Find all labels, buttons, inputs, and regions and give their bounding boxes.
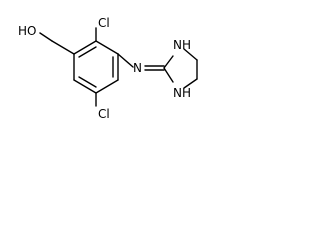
top-ring-nh-label: NH xyxy=(173,38,191,52)
bottom-chlorine-label: Cl xyxy=(98,107,110,121)
bottom-ring-nh-label: NH xyxy=(173,86,191,100)
benzene-bond-4 xyxy=(95,79,119,94)
ring-bond-n3-c2 xyxy=(163,67,174,83)
molecule-canvas: HO Cl Cl N NH NH xyxy=(0,0,215,134)
top-chlorine-label: Cl xyxy=(98,16,110,30)
chemical-structure-diagram: HO Cl Cl N NH NH xyxy=(18,16,198,121)
benzene-bond-5 xyxy=(73,79,97,94)
aryl-n-bond xyxy=(117,53,134,68)
ring-bond-c2-n1 xyxy=(163,55,174,69)
ring-bond-c4-n3 xyxy=(183,78,198,89)
benzene-double-bond-inner-1 xyxy=(78,46,97,58)
oh-bond xyxy=(39,32,53,42)
imine-nitrogen-label: N xyxy=(133,61,142,75)
benzene-bond-2 xyxy=(95,40,119,55)
ring-bond-n1-c5 xyxy=(183,48,198,61)
benzene-double-bond-inner-3 xyxy=(78,76,97,88)
benzene-bond-1 xyxy=(73,40,97,55)
ch2-bond xyxy=(51,40,75,55)
hydroxyl-label: HO xyxy=(18,24,36,38)
